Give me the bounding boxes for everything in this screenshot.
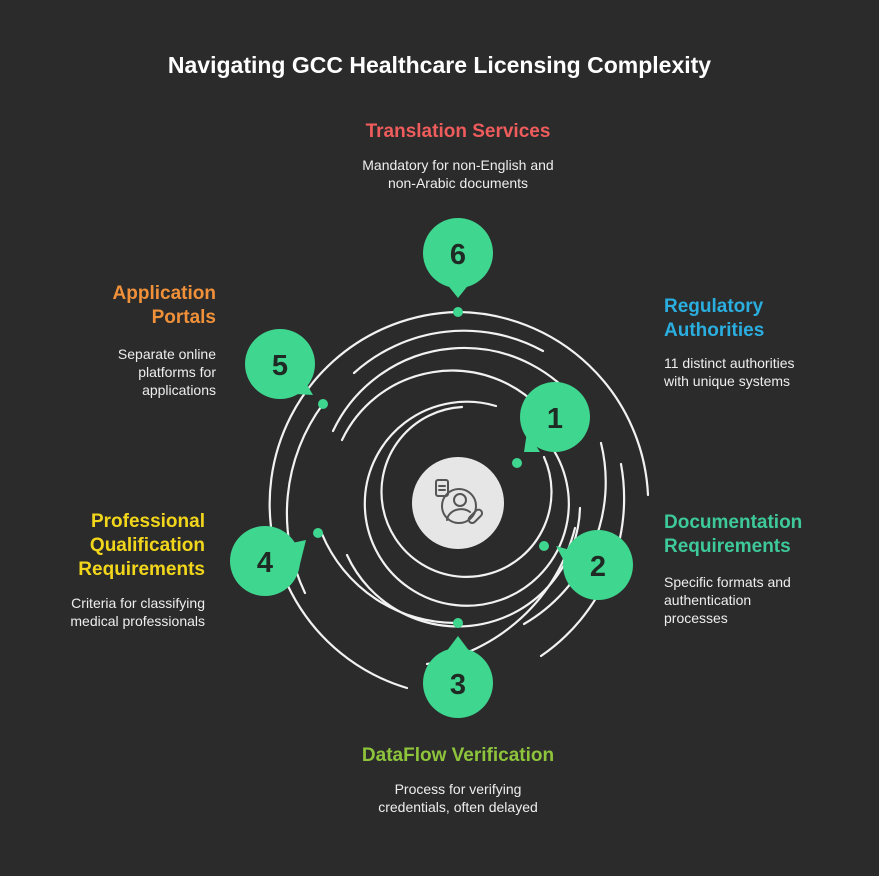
orbit-ring-5b — [352, 329, 545, 375]
svg-text:6: 6 — [450, 239, 466, 271]
step-5-label: Application Portals — [112, 283, 216, 328]
step-bubble-6: 6 — [423, 218, 493, 298]
orbit-ring-6b — [425, 526, 577, 666]
step-4-description: Criteria for classifying medical profess… — [70, 595, 205, 629]
step-6-description: Mandatory for non-English and non-Arabic… — [362, 157, 554, 191]
orbit-ring-2 — [363, 400, 570, 607]
connector-dot-2 — [539, 541, 549, 551]
connector-dot-1 — [512, 458, 522, 468]
step-bubble-4: 4 — [230, 526, 306, 596]
connector-dot-6 — [453, 307, 463, 317]
step-5-description: Separate online platforms for applicatio… — [117, 346, 216, 398]
step-bubble-1: 1 — [520, 382, 590, 452]
connector-dot-3 — [453, 618, 463, 628]
orbit-ring-8 — [268, 310, 459, 690]
svg-text:1: 1 — [547, 403, 563, 435]
orbit-ring-3b — [340, 369, 542, 442]
connector-dot-4 — [313, 528, 323, 538]
svg-text:2: 2 — [590, 551, 606, 583]
step-2-description: Specific formats and authentication proc… — [664, 574, 791, 626]
page-title: Navigating GCC Healthcare Licensing Comp… — [167, 52, 712, 78]
orbit-ring-4 — [320, 532, 459, 625]
orbit-ring-1 — [380, 405, 553, 578]
orbit-ring-8b — [455, 310, 650, 497]
step-1-label: Regulatory Authorities — [664, 296, 765, 341]
step-bubble-3: 3 — [423, 636, 493, 718]
svg-text:5: 5 — [272, 350, 288, 382]
svg-text:4: 4 — [257, 547, 273, 579]
step-3-label: DataFlow Verification — [361, 745, 555, 766]
step-2-label: Documentation Requirements — [664, 512, 803, 557]
step-4-label: Professional Qualification Requirements — [78, 511, 205, 580]
center-circle — [412, 457, 504, 549]
step-1-description: 11 distinct authorities with unique syst… — [664, 355, 795, 389]
step-bubble-5: 5 — [245, 329, 315, 399]
healthcare-professional-document-icon — [435, 479, 484, 525]
step-bubble-2: 2 — [556, 530, 633, 600]
svg-text:3: 3 — [450, 669, 466, 701]
step-6-label: Translation Services — [365, 121, 551, 142]
orbit-ring-4b — [331, 346, 585, 433]
connector-dot-5 — [318, 399, 328, 409]
step-3-description: Process for verifying credentials, often… — [378, 781, 538, 815]
